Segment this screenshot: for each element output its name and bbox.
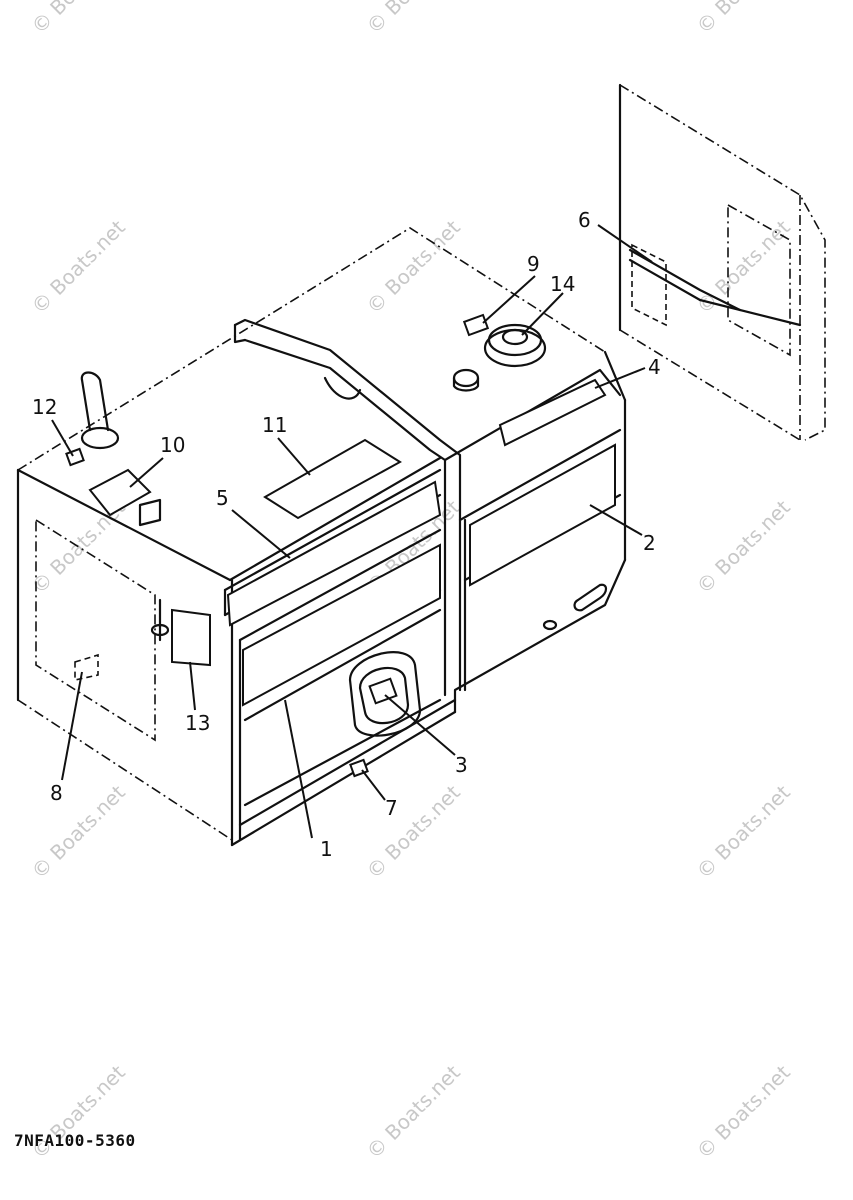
leader-lines bbox=[51, 224, 653, 839]
exhaust-pipe bbox=[80, 371, 120, 450]
watermark: © Boats.net bbox=[27, 215, 130, 318]
decal-11 bbox=[263, 438, 402, 520]
callout-5: 5 bbox=[216, 486, 229, 510]
callout-2: 2 bbox=[643, 531, 656, 555]
decal-10 bbox=[88, 468, 152, 517]
decal-6 bbox=[631, 243, 667, 327]
watermark: © Boats.net bbox=[27, 0, 130, 39]
callout-3: 3 bbox=[455, 753, 468, 777]
decals bbox=[65, 313, 616, 778]
watermark: © Boats.net bbox=[692, 1060, 795, 1163]
decal-8 bbox=[74, 653, 99, 681]
part-code: 7NFA100-5360 bbox=[14, 1131, 136, 1150]
callout-1: 1 bbox=[320, 837, 333, 861]
right-side-features bbox=[138, 498, 608, 637]
callout-13: 13 bbox=[185, 711, 210, 735]
callout-numbers: 1 2 3 4 5 6 7 8 9 10 11 12 13 14 bbox=[32, 208, 661, 861]
watermark: © Boats.net bbox=[362, 1060, 465, 1163]
fuel-cap bbox=[483, 323, 547, 368]
decal-9 bbox=[462, 313, 490, 337]
watermark: © Boats.net bbox=[692, 495, 795, 598]
decal-4 bbox=[498, 378, 607, 447]
watermark: © Boats.net bbox=[27, 780, 130, 883]
watermark: © Boats.net bbox=[692, 0, 795, 39]
callout-11: 11 bbox=[262, 413, 287, 437]
callout-9: 9 bbox=[527, 252, 540, 276]
callout-8: 8 bbox=[50, 781, 63, 805]
callout-7: 7 bbox=[385, 796, 398, 820]
callout-12: 12 bbox=[32, 395, 57, 419]
callout-6: 6 bbox=[578, 208, 591, 232]
decal-13 bbox=[171, 608, 211, 667]
callout-14: 14 bbox=[550, 272, 575, 296]
watermark: © Boats.net bbox=[362, 0, 465, 39]
oil-cap bbox=[452, 368, 480, 392]
callout-10: 10 bbox=[160, 433, 185, 457]
side-panel bbox=[618, 83, 826, 441]
watermark: © Boats.net bbox=[692, 215, 795, 318]
decal-1 bbox=[242, 543, 441, 707]
decal-5 bbox=[226, 480, 442, 627]
decal-12 bbox=[65, 447, 85, 467]
watermark: © Boats.net bbox=[692, 780, 795, 883]
decal-2 bbox=[469, 443, 616, 587]
lifting-frame bbox=[233, 318, 462, 697]
access-door bbox=[348, 651, 422, 737]
callout-4: 4 bbox=[648, 355, 661, 379]
watermark: © Boats.net bbox=[362, 780, 465, 883]
